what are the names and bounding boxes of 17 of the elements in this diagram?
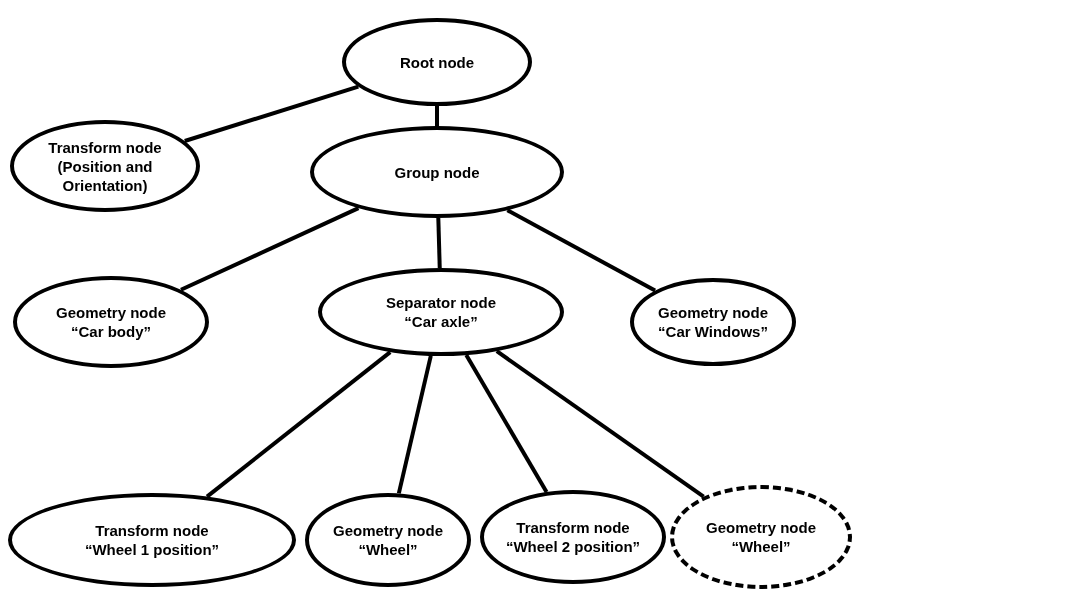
node-label: Group node bbox=[394, 162, 480, 182]
node-label: Transform node “Wheel 2 position” bbox=[504, 518, 642, 556]
connector-line bbox=[464, 354, 549, 493]
connector-line bbox=[435, 106, 439, 126]
node-label: Geometry node “Car Windows” bbox=[657, 303, 769, 341]
node-label: Geometry node “Wheel” bbox=[705, 518, 817, 556]
node-label: Root node bbox=[399, 52, 475, 72]
connector-line bbox=[184, 84, 359, 143]
connector-line bbox=[396, 355, 433, 494]
node-label: Geometry node “Wheel” bbox=[332, 521, 444, 559]
node-label: Geometry node “Car body” bbox=[55, 303, 167, 341]
node-label: Transform node “Wheel 1 position” bbox=[83, 521, 221, 559]
connector-line bbox=[180, 206, 360, 292]
connector-line bbox=[436, 217, 442, 269]
connector-line bbox=[506, 208, 656, 293]
node-label: Transform node (Position and Orientation) bbox=[47, 137, 163, 195]
node-label: Separator node “Car axle” bbox=[385, 293, 497, 331]
